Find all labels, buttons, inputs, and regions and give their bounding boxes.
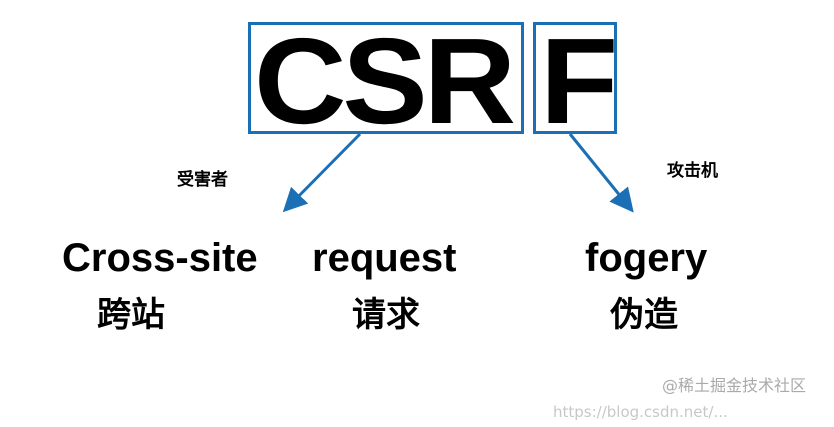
phrase-request: request bbox=[312, 236, 457, 280]
attacker-label: 攻击机 bbox=[667, 161, 718, 181]
phrase-cross-site: Cross-site bbox=[62, 236, 258, 280]
translation-forgery: 伪造 bbox=[610, 295, 678, 335]
arrow-to-cross-site bbox=[282, 132, 362, 213]
watermark-url: https://blog.csdn.net/... bbox=[553, 403, 728, 421]
translation-cross-site: 跨站 bbox=[97, 295, 165, 335]
acronym-f: F bbox=[540, 13, 618, 149]
translation-request: 请求 bbox=[352, 295, 420, 335]
watermark-brand: @稀土掘金技术社区 bbox=[662, 376, 807, 395]
phrase-forgery: fogery bbox=[585, 236, 708, 280]
acronym-csr: CSR bbox=[254, 13, 516, 149]
f-box bbox=[533, 22, 617, 134]
arrow-to-forgery bbox=[568, 133, 634, 213]
csr-box bbox=[248, 22, 524, 134]
victim-label: 受害者 bbox=[177, 170, 228, 190]
